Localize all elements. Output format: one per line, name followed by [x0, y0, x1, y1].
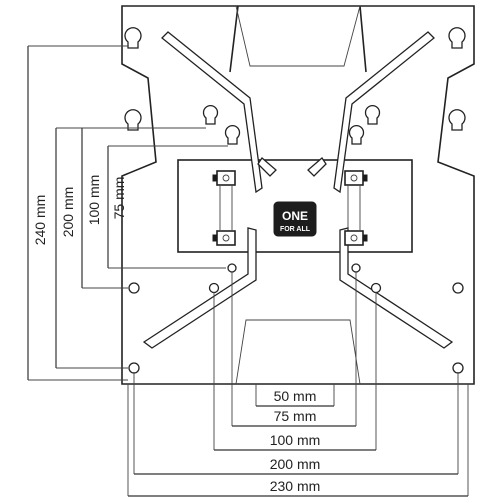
dim-200h: 200 mm — [270, 456, 321, 472]
bolts — [212, 170, 368, 246]
dim-100: 100 mm — [86, 175, 102, 226]
brand-logo: ONE FOR ALL — [273, 201, 317, 237]
brand-line1: ONE — [282, 209, 308, 223]
tab-right — [307, 157, 327, 177]
round-holes — [128, 263, 464, 374]
tab-left — [257, 157, 277, 177]
keyhole-holes — [124, 27, 466, 145]
brand-line2: FOR ALL — [280, 226, 311, 233]
dim-50: 50 mm — [274, 388, 317, 404]
dim-230: 230 mm — [270, 478, 321, 494]
dim-200: 200 mm — [60, 187, 76, 238]
diagonal-slots — [142, 31, 454, 349]
dim-75: 75 mm — [111, 177, 127, 220]
horizontal-dimensions: 50 mm 75 mm 100 mm 200 mm 230 mm — [127, 272, 469, 497]
vertical-dimensions: 240 mm 200 mm 100 mm 75 mm — [27, 45, 228, 381]
dim-240: 240 mm — [32, 195, 48, 246]
dim-100h: 100 mm — [270, 432, 321, 448]
dim-75h: 75 mm — [274, 408, 317, 424]
